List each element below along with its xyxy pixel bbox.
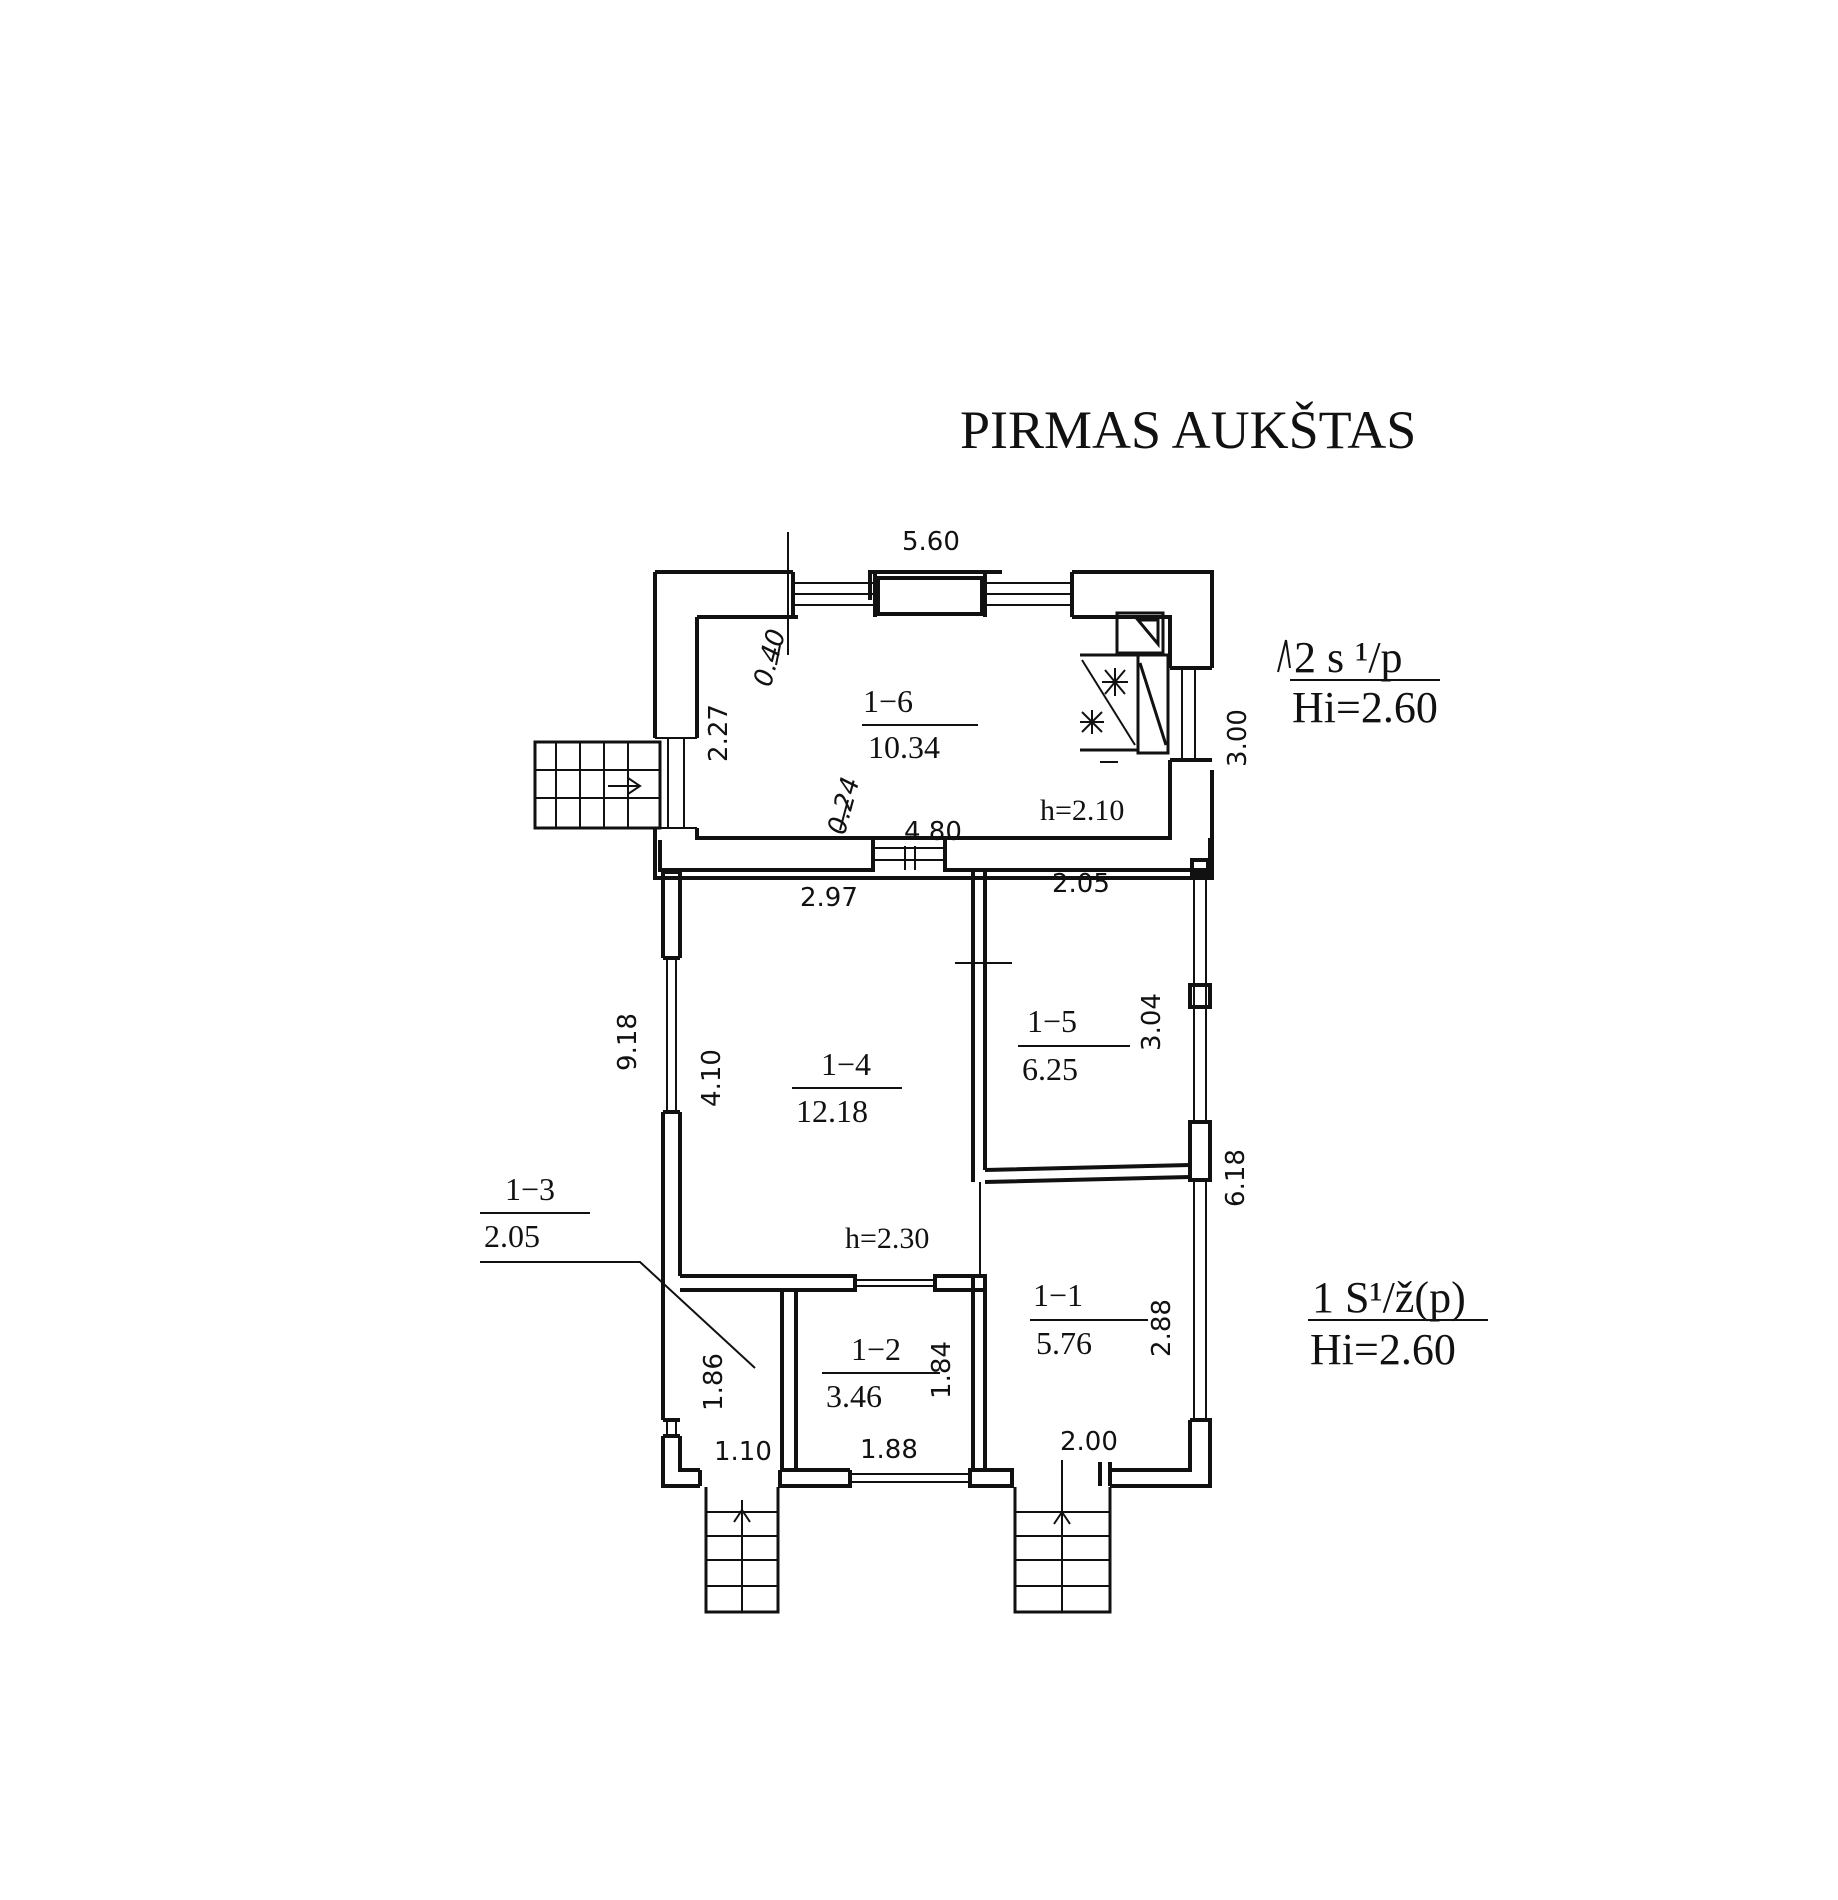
dim-depth-1-5: 3.04 xyxy=(1137,993,1167,1051)
room-area: 3.46 xyxy=(826,1378,882,1414)
dim-depth-1-3: 1.86 xyxy=(699,1353,729,1411)
room-area: 5.76 xyxy=(1036,1325,1092,1361)
lower-walls xyxy=(480,870,1212,1488)
dim-depth-1-1: 2.88 xyxy=(1147,1299,1177,1357)
room-1-5: 1−5 6.25 xyxy=(1018,1003,1130,1087)
upper-walls xyxy=(653,532,1214,880)
dim-width-1-4: 2.97 xyxy=(800,883,858,913)
room-1-6: 1−6 10.34 xyxy=(862,683,978,765)
dim-left-1-6: 2.27 xyxy=(704,704,734,762)
room-1-1: 1−1 5.76 xyxy=(1030,1277,1148,1361)
room-area: 6.25 xyxy=(1022,1051,1078,1087)
stairs-west xyxy=(533,740,662,830)
dim-top-width: 5.60 xyxy=(902,527,960,557)
room-id: 1−5 xyxy=(1027,1003,1077,1039)
room-id: 1−2 xyxy=(851,1331,901,1367)
stairs-south-left xyxy=(704,1487,780,1614)
room-id: 1−1 xyxy=(1033,1277,1083,1313)
dim-right-upper: 3.00 xyxy=(1223,709,1253,767)
room-id: 1−3 xyxy=(505,1171,555,1207)
room-area: 10.34 xyxy=(868,729,940,765)
room-1-4: 1−4 12.18 xyxy=(792,1046,902,1129)
dimensions: 5.60 4.80 3.00 2.27 0.40 0.24 2.97 2.05 … xyxy=(613,527,1253,1467)
annotation-lower: 1 S¹/ž(p) Hi=2.60 xyxy=(1308,1273,1488,1374)
annotation-upper-code: 2 s ¹/p xyxy=(1294,633,1403,682)
height-upper: h=2.10 xyxy=(1040,794,1124,827)
room-id: 1−6 xyxy=(863,683,913,719)
height-lower: h=2.30 xyxy=(845,1222,929,1255)
room-1-3: 1−3 2.05 xyxy=(480,1171,590,1254)
dim-width-1-2: 1.88 xyxy=(860,1435,918,1465)
dim-depth-1-4: 4.10 xyxy=(697,1049,727,1107)
dim-right-lower: 6.18 xyxy=(1221,1149,1251,1207)
dim-width-1-1: 2.00 xyxy=(1060,1427,1118,1457)
dim-wall-024: 0.24 xyxy=(822,774,866,838)
dim-width-1-5: 2.05 xyxy=(1052,869,1110,899)
annotation-lower-height: Hi=2.60 xyxy=(1310,1325,1456,1374)
plan-title: PIRMAS AUKŠTAS xyxy=(960,400,1416,460)
annotation-lower-code: 1 S¹/ž(p) xyxy=(1312,1273,1466,1322)
dim-inner-width: 4.80 xyxy=(904,817,962,847)
dim-depth-1-2: 1.84 xyxy=(927,1341,957,1399)
annotation-upper: 2 s ¹/p Hi=2.60 xyxy=(1277,633,1440,732)
room-1-2: 1−2 3.46 xyxy=(822,1331,940,1414)
middle-wall xyxy=(658,838,1212,876)
room-id: 1−4 xyxy=(821,1046,871,1082)
dim-wall-040: 0.40 xyxy=(748,626,792,690)
annotation-upper-height: Hi=2.60 xyxy=(1292,683,1438,732)
room-area: 2.05 xyxy=(484,1218,540,1254)
stairs-south-right xyxy=(1013,1460,1112,1614)
room-area: 12.18 xyxy=(796,1093,868,1129)
dim-total-left: 9.18 xyxy=(613,1013,643,1071)
dim-width-1-3: 1.10 xyxy=(714,1437,772,1467)
